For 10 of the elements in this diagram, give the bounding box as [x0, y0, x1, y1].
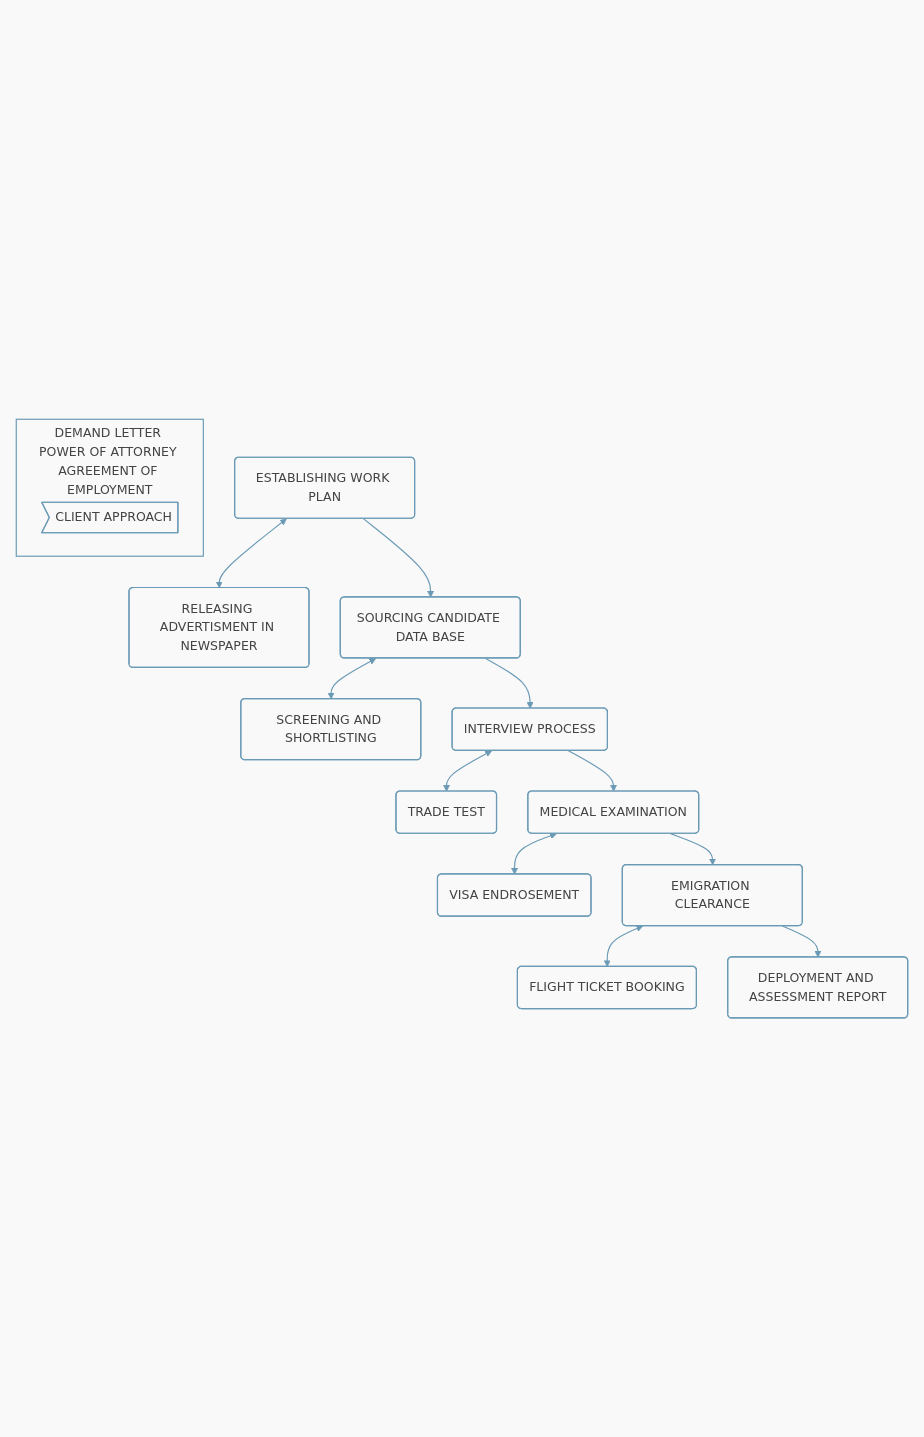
arrow [484, 657, 534, 709]
arrow [443, 750, 492, 792]
arrow [603, 925, 644, 967]
arrow [362, 517, 435, 598]
arrow [215, 518, 287, 589]
arrow [327, 658, 377, 700]
arrow [511, 832, 557, 875]
arrow [670, 832, 716, 866]
arrow [781, 925, 822, 958]
arrow [567, 750, 617, 792]
